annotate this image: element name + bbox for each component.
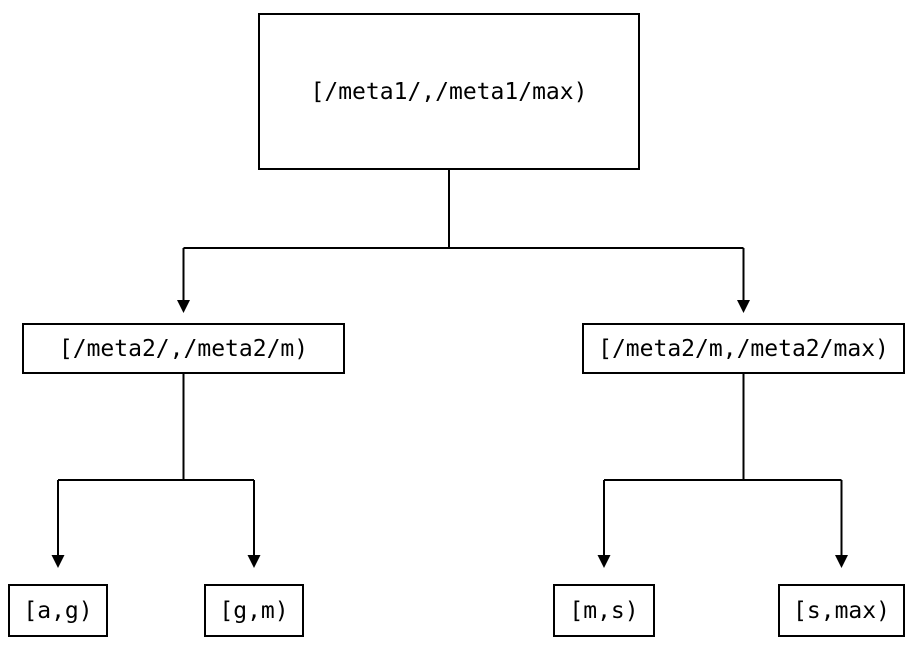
node-leaf-g-m: [g,m)	[204, 584, 304, 637]
node-meta2-low-range: [/meta2/,/meta2/m)	[22, 323, 345, 374]
arrowhead-leaf-gm	[247, 555, 261, 568]
node-leaf-a-g: [a,g)	[8, 584, 108, 637]
arrowhead-leaf-ms	[597, 555, 611, 568]
arrowhead-meta2-low	[177, 300, 190, 313]
arrowhead-meta2-high	[737, 300, 750, 313]
node-meta2-high-range: [/meta2/m,/meta2/max)	[582, 323, 905, 374]
node-meta1-range: [/meta1/,/meta1/max)	[258, 13, 640, 170]
node-leaf-m-s: [m,s)	[553, 584, 655, 637]
arrowhead-leaf-ag	[51, 555, 65, 568]
node-leaf-s-max: [s,max)	[778, 584, 905, 637]
arrowhead-leaf-smax	[835, 555, 848, 568]
